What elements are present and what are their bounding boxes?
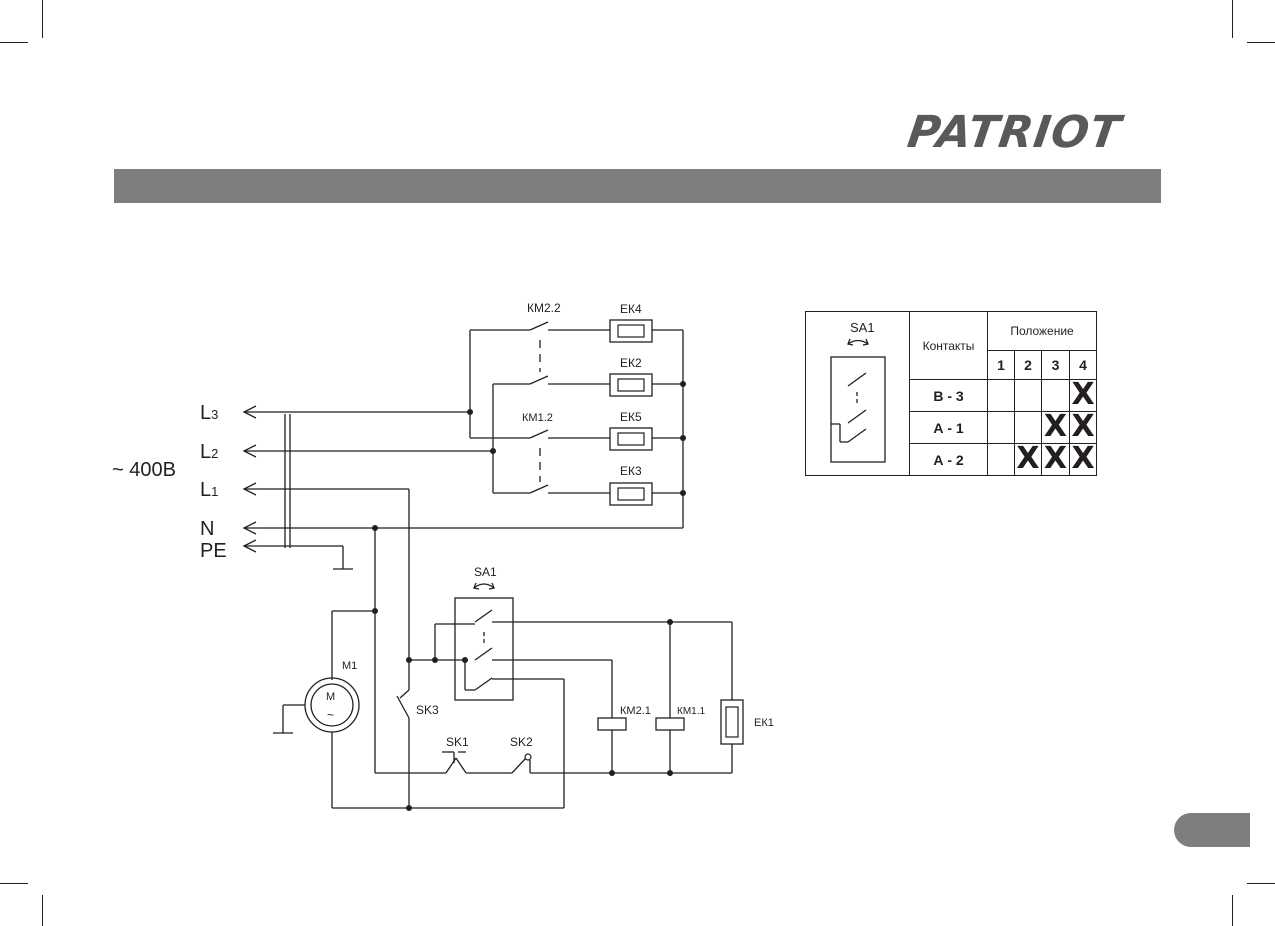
supply-lines bbox=[242, 405, 683, 570]
switch-sk1: SK1 bbox=[442, 735, 469, 774]
motor-ac-symbol: ~ bbox=[327, 708, 334, 722]
mark-cell: X bbox=[1068, 441, 1098, 477]
line-label-l1: L1 bbox=[200, 479, 218, 501]
motor-letter: M bbox=[326, 691, 335, 703]
heater-block: КМ2.2 КМ1.2 ЕК4 ЕК2 ЕК5 ЕК3 bbox=[467, 301, 686, 528]
crop-mark bbox=[1232, 0, 1233, 38]
crop-mark bbox=[42, 0, 43, 38]
heater-ek5 bbox=[609, 427, 653, 451]
sa1-symbol-cell bbox=[805, 311, 910, 476]
label-sk1: SK1 bbox=[446, 735, 469, 749]
contacts-header: Контакты bbox=[909, 310, 988, 381]
heater-ek2 bbox=[609, 373, 653, 397]
line-label-pe: PE bbox=[200, 540, 227, 562]
heater-ek3 bbox=[609, 482, 653, 506]
mark-cell: X bbox=[1041, 441, 1070, 477]
label-km2-1: КМ2.1 bbox=[620, 705, 651, 717]
mark-cell bbox=[1041, 379, 1070, 413]
label-km2-2: КМ2.2 bbox=[527, 301, 561, 315]
mark-cell bbox=[987, 411, 1015, 445]
label-sa1: SA1 bbox=[474, 565, 497, 579]
position-2: 2 bbox=[1014, 349, 1042, 381]
label-ek5: ЕК5 bbox=[620, 410, 642, 424]
contact-label: В - 3 bbox=[909, 379, 988, 413]
closed-mark-icon: X bbox=[1043, 409, 1068, 445]
crop-mark bbox=[42, 895, 43, 926]
section-header-bar bbox=[114, 169, 1161, 203]
closed-mark-icon: X bbox=[1043, 441, 1068, 477]
label-km1-1: КМ1.1 bbox=[677, 706, 705, 717]
switch-sk2: SK2 bbox=[510, 735, 533, 774]
position-3: 3 bbox=[1041, 349, 1070, 381]
crop-mark bbox=[1247, 42, 1275, 43]
switch-position-table: Контакты Положение 1 2 3 4 В - 3 X А - 1… bbox=[805, 310, 1098, 477]
control-circuit: M ~ M1 SA1 bbox=[273, 489, 774, 811]
closed-mark-icon: X bbox=[1016, 441, 1040, 477]
contact-label: А - 2 bbox=[909, 443, 988, 476]
crop-mark bbox=[0, 42, 28, 43]
label-ek1: ЕК1 bbox=[754, 717, 774, 729]
position-header: Положение bbox=[986, 311, 1098, 351]
label-m1: M1 bbox=[342, 660, 357, 672]
coil-km1-1 bbox=[655, 717, 685, 731]
position-1: 1 bbox=[987, 349, 1015, 381]
table-row: А - 1 X X bbox=[806, 409, 1098, 445]
label-ek4: ЕК4 bbox=[620, 302, 642, 316]
line-label-l3: L3 bbox=[200, 402, 218, 424]
motor-m1: M ~ bbox=[304, 677, 360, 733]
mark-cell: X bbox=[1041, 409, 1070, 445]
switch-sa1: SA1 bbox=[454, 565, 514, 701]
page-number-tab bbox=[1174, 813, 1250, 847]
label-ek3: ЕК3 bbox=[620, 464, 642, 478]
coil-km2-1 bbox=[597, 717, 627, 731]
table-row: А - 2 X X X bbox=[806, 441, 1098, 477]
mark-cell: X bbox=[1014, 441, 1042, 477]
heater-ek4 bbox=[609, 319, 653, 343]
heater-ek1 bbox=[720, 699, 744, 745]
label-km1-2: КМ1.2 bbox=[522, 412, 553, 424]
mark-cell bbox=[987, 379, 1015, 413]
closed-mark-icon: X bbox=[1071, 441, 1095, 477]
closed-mark-icon: X bbox=[1071, 409, 1095, 445]
line-label-n: N bbox=[200, 518, 214, 540]
mark-cell bbox=[1014, 379, 1042, 413]
voltage-label: ~ 400В bbox=[112, 459, 176, 481]
line-label-l2: L2 bbox=[200, 441, 218, 463]
position-4: 4 bbox=[1068, 349, 1098, 381]
mark-cell bbox=[1014, 411, 1042, 445]
mark-cell: X bbox=[1068, 409, 1098, 445]
crop-mark bbox=[0, 883, 28, 884]
closed-mark-icon: X bbox=[1071, 377, 1095, 413]
supply-labels: ~ 400В L3 L2 L1 N PE bbox=[112, 402, 227, 562]
table-row: В - 3 X bbox=[806, 377, 1098, 413]
crop-mark bbox=[1247, 883, 1275, 884]
crop-mark bbox=[1232, 895, 1233, 926]
label-sk2: SK2 bbox=[510, 735, 533, 749]
mark-cell bbox=[987, 443, 1015, 476]
label-sk3: SK3 bbox=[416, 703, 439, 717]
label-ek2: ЕК2 bbox=[620, 356, 642, 370]
contact-label: А - 1 bbox=[909, 411, 988, 445]
mark-cell: X bbox=[1068, 377, 1098, 413]
